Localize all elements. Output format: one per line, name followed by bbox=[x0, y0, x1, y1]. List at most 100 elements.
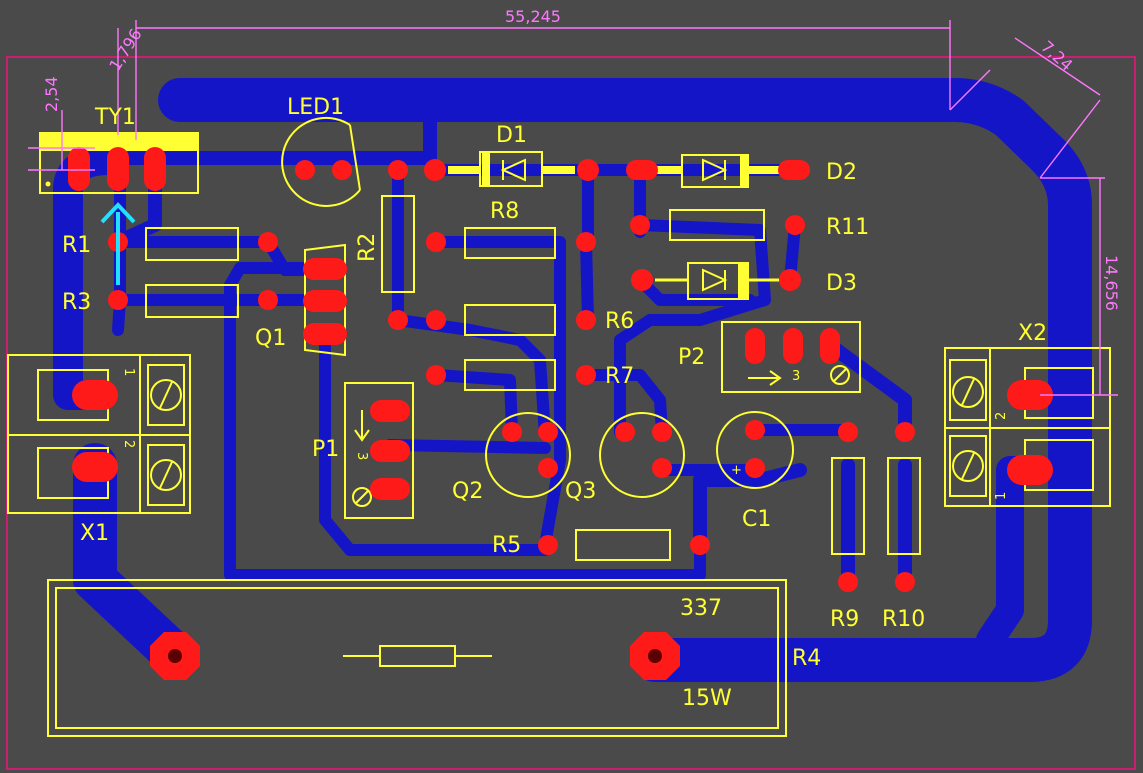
q3-pad-3 bbox=[652, 458, 672, 478]
r9-pad-top bbox=[838, 422, 858, 442]
q1-pad-3 bbox=[303, 323, 347, 345]
pointer-arrow-icon bbox=[100, 202, 136, 285]
c1-outline bbox=[716, 411, 794, 489]
dim-left-height: 2,54 bbox=[42, 76, 61, 112]
r3-pad-b bbox=[258, 290, 278, 310]
label-r4-value: 337 bbox=[680, 596, 722, 621]
ty1-pad-1 bbox=[68, 147, 90, 191]
led1-pad-k bbox=[332, 160, 352, 180]
d3-pad-k bbox=[779, 269, 801, 291]
ty1-pad-2 bbox=[107, 147, 129, 191]
label-q2: Q2 bbox=[452, 479, 483, 504]
x2-pad-2 bbox=[1007, 380, 1053, 410]
x2-screw-2 bbox=[952, 450, 984, 482]
r4-pad-b-hole bbox=[648, 649, 662, 663]
pin-labels: 1 2 1 2 3 3 + bbox=[121, 368, 1009, 500]
p1-arrow bbox=[354, 410, 370, 442]
d1-symbol bbox=[500, 158, 526, 182]
label-r6: R6 bbox=[605, 309, 634, 334]
q3-outline bbox=[599, 412, 685, 498]
q2-pad-1 bbox=[502, 422, 522, 442]
q2-pad-3 bbox=[538, 458, 558, 478]
p1-outline bbox=[344, 382, 414, 519]
r2-body bbox=[381, 195, 415, 293]
r6-body bbox=[464, 304, 556, 336]
r7-body bbox=[464, 359, 556, 391]
r8-body bbox=[464, 227, 556, 259]
track-lower-loop bbox=[224, 262, 706, 581]
x2-screw-2-slot bbox=[961, 452, 975, 480]
p1-pad-1 bbox=[370, 400, 410, 422]
c1-plus-label: + bbox=[731, 463, 742, 478]
label-led1: LED1 bbox=[287, 95, 344, 120]
r10-body bbox=[887, 457, 921, 555]
d3-symbol bbox=[702, 268, 728, 292]
r2-pad-bottom bbox=[388, 310, 408, 330]
x2-pin2-label: 2 bbox=[994, 412, 1009, 420]
r8-pad-b bbox=[576, 232, 596, 252]
d1-pad-a bbox=[424, 159, 446, 181]
label-r10: R10 bbox=[882, 607, 925, 632]
label-q3: Q3 bbox=[565, 479, 596, 504]
r2-pad-top bbox=[388, 160, 408, 180]
p2-screw bbox=[830, 365, 850, 385]
p2-pad-3 bbox=[820, 328, 840, 364]
x2-screw-1 bbox=[952, 376, 984, 408]
pads bbox=[68, 147, 1053, 680]
q2-outline bbox=[485, 412, 571, 498]
c1-pad-2 bbox=[745, 458, 765, 478]
x1-screw-2-slot bbox=[159, 461, 173, 489]
r10-pad-top bbox=[895, 422, 915, 442]
label-p1: P1 bbox=[312, 437, 339, 462]
q3-pad-1 bbox=[615, 422, 635, 442]
r4-inner bbox=[55, 587, 779, 729]
x1-pad-2 bbox=[72, 452, 118, 482]
x1-screw-box-2 bbox=[147, 444, 185, 506]
label-r4: R4 bbox=[792, 646, 821, 671]
r7-pad-b bbox=[576, 365, 596, 385]
x2-screw-box-2 bbox=[949, 435, 987, 497]
x2-pin1-label: 1 bbox=[994, 492, 1009, 500]
label-x1: X1 bbox=[80, 521, 109, 546]
x2-screw-1-slot bbox=[961, 378, 975, 406]
label-r1: R1 bbox=[62, 233, 91, 258]
component-labels: TY1 LED1 D1 D2 R8 R11 R1 R2 D3 R3 R6 Q1 … bbox=[62, 95, 1047, 711]
r8-pad-a bbox=[426, 232, 446, 252]
r3-pad-a bbox=[108, 290, 128, 310]
p2-pad-2 bbox=[783, 328, 803, 364]
d1-pad-k bbox=[577, 159, 599, 181]
p1-pad-3 bbox=[370, 478, 410, 500]
c1-pad-1 bbox=[745, 420, 765, 440]
track-r7-q2 bbox=[430, 369, 518, 438]
p2-pin-label: 3 bbox=[792, 369, 800, 384]
r11-pad-a bbox=[630, 215, 650, 235]
x2-pad-1 bbox=[1007, 455, 1053, 485]
dim-right-height: 14,656 bbox=[1102, 255, 1121, 311]
track-outer-ring bbox=[158, 78, 1092, 682]
label-r3: R3 bbox=[62, 290, 91, 315]
r5-pad-b bbox=[690, 535, 710, 555]
dim-corner-line bbox=[1014, 37, 1101, 96]
label-p2: P2 bbox=[678, 345, 705, 370]
r10-pad-bottom bbox=[895, 572, 915, 592]
track-p2-r10 bbox=[823, 338, 912, 437]
r5-body bbox=[575, 529, 671, 561]
ty1-pin1-mark bbox=[45, 181, 51, 187]
x1-screw-1-slot bbox=[159, 381, 173, 409]
q1-pad-2 bbox=[303, 290, 347, 312]
q1-pad-1 bbox=[303, 258, 347, 280]
r4-outline bbox=[47, 579, 787, 737]
track-r8-q2 bbox=[430, 236, 566, 551]
track-r6-q2 bbox=[392, 314, 551, 441]
label-r4-power: 15W bbox=[682, 686, 732, 711]
label-r9: R9 bbox=[830, 607, 859, 632]
track-q1-r5 bbox=[319, 329, 551, 556]
track-top-bus bbox=[123, 103, 437, 165]
r11-body bbox=[669, 209, 765, 241]
label-d2: D2 bbox=[826, 160, 857, 185]
p1-screw-slot bbox=[355, 490, 369, 504]
q1-outline bbox=[304, 243, 346, 357]
dimension-lines bbox=[28, 20, 1118, 396]
label-ty1: TY1 bbox=[94, 105, 136, 130]
